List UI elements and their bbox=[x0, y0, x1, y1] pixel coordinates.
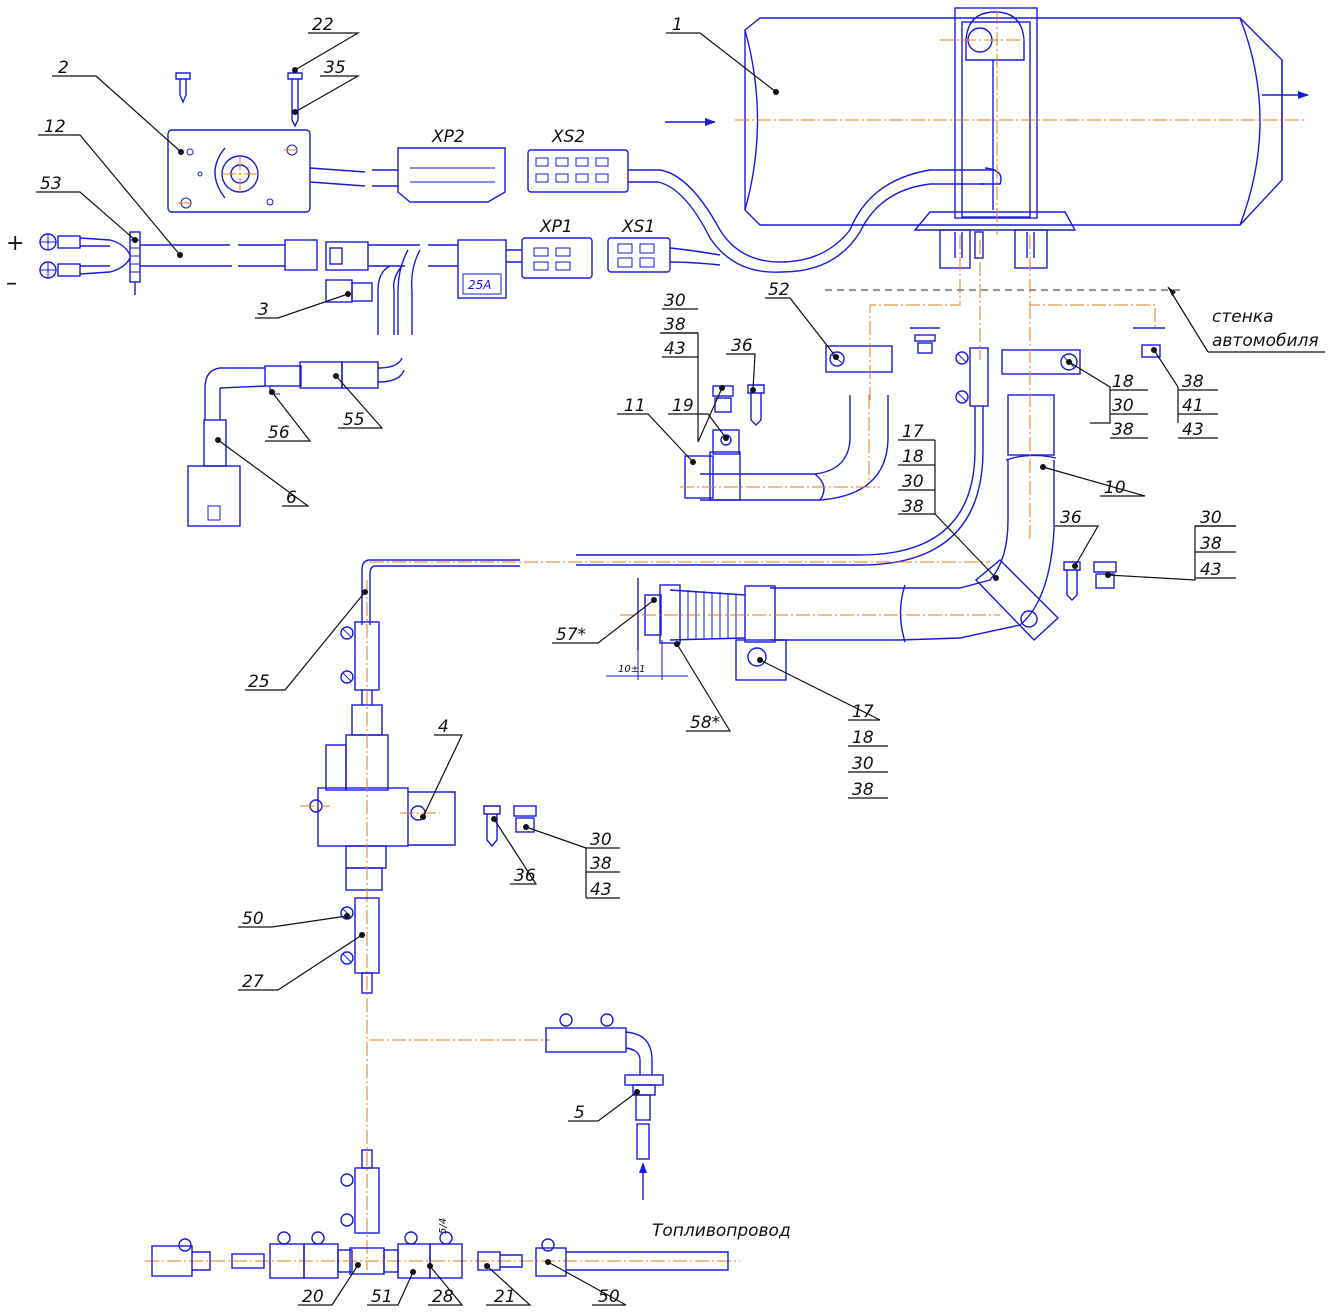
stack-underlines bbox=[586, 308, 1236, 899]
wall-label-line2: автомобиля bbox=[1212, 331, 1319, 351]
stack1-2: 43 bbox=[664, 339, 686, 359]
stack2-2: 38 bbox=[1112, 420, 1134, 440]
label-plus: + bbox=[6, 231, 24, 256]
stack3-0: 38 bbox=[1182, 372, 1204, 392]
label-part-56: 56 bbox=[268, 423, 290, 443]
label-minus: – bbox=[6, 271, 17, 296]
stack3-1: 41 bbox=[1182, 396, 1204, 416]
label-part-11: 11 bbox=[624, 396, 646, 416]
fuel-system bbox=[145, 580, 740, 1279]
label-part-27: 27 bbox=[242, 972, 264, 992]
fuel-line-label: Топливопровод bbox=[652, 1221, 791, 1241]
stack1-1: 38 bbox=[664, 315, 686, 335]
label-part-52: 52 bbox=[768, 280, 790, 300]
battery-terminals bbox=[39, 231, 141, 295]
stack7-1: 38 bbox=[590, 854, 612, 874]
label-part-53: 53 bbox=[40, 174, 62, 194]
label-part-19: 19 bbox=[672, 396, 694, 416]
stack2-1: 30 bbox=[1112, 396, 1134, 416]
label-part-10: 10 bbox=[1104, 478, 1126, 498]
label-part-51: 51 bbox=[371, 1287, 393, 1307]
label-part-25: 25 bbox=[248, 672, 270, 692]
label-part-36c: 36 bbox=[514, 866, 536, 886]
label-xs1: XS1 bbox=[621, 217, 655, 237]
stack5-2: 43 bbox=[1200, 560, 1222, 580]
wall-label-line1: стенка bbox=[1212, 307, 1274, 327]
stack7-0: 30 bbox=[590, 830, 612, 850]
label-part-6: 6 bbox=[286, 488, 297, 508]
stack1-0: 30 bbox=[664, 291, 686, 311]
stack2-0: 18 bbox=[1112, 372, 1134, 392]
label-part-22: 22 bbox=[312, 15, 334, 35]
label-part-50b: 50 bbox=[598, 1287, 620, 1307]
label-part-35: 35 bbox=[324, 58, 346, 78]
label-part-57: 57* bbox=[556, 625, 586, 645]
label-part-20: 20 bbox=[302, 1287, 324, 1307]
fuel-part-tag: 5/4 bbox=[438, 1218, 449, 1234]
stack6-2: 30 bbox=[852, 754, 874, 774]
label-xp1: XP1 bbox=[539, 217, 573, 237]
dimension-label: 10±1 bbox=[618, 664, 645, 675]
label-part-58: 58* bbox=[690, 713, 720, 733]
stack4-1: 18 bbox=[902, 447, 924, 467]
stack6-0: 17 bbox=[852, 702, 874, 722]
stack5-0: 30 bbox=[1200, 508, 1222, 528]
label-part-2: 2 bbox=[58, 58, 69, 78]
wiring-harness bbox=[39, 72, 995, 527]
stack3-2: 43 bbox=[1182, 420, 1204, 440]
stack6-3: 38 bbox=[852, 780, 874, 800]
heater-unit bbox=[665, 7, 1309, 269]
label-part-12: 12 bbox=[44, 117, 66, 137]
stack4-2: 30 bbox=[902, 472, 924, 492]
pipe-network bbox=[361, 235, 1156, 681]
label-xs2: XS2 bbox=[551, 127, 585, 147]
label-part-3: 3 bbox=[258, 300, 269, 320]
stack4-0: 17 bbox=[902, 422, 924, 442]
label-part-5: 5 bbox=[574, 1103, 585, 1123]
label-xp2: XP2 bbox=[431, 127, 465, 147]
stack5-1: 38 bbox=[1200, 534, 1222, 554]
fuse-label: 25А bbox=[468, 278, 491, 292]
label-part-28: 28 bbox=[432, 1287, 454, 1307]
label-part-4: 4 bbox=[438, 717, 449, 737]
label-part-1: 1 bbox=[672, 15, 683, 35]
fasteners bbox=[483, 327, 1165, 848]
label-part-55: 55 bbox=[343, 410, 365, 430]
stack6-1: 18 bbox=[852, 728, 874, 748]
label-part-21: 21 bbox=[494, 1287, 516, 1307]
leader-lines bbox=[36, 32, 1325, 1306]
stack4-3: 38 bbox=[902, 497, 924, 517]
stack7-2: 43 bbox=[590, 880, 612, 900]
label-part-36b: 36 bbox=[1060, 508, 1082, 528]
labels: 1 2 22 35 12 53 + – 3 56 55 6 XP2 XS2 XP… bbox=[6, 15, 1319, 1307]
label-part-36a: 36 bbox=[731, 336, 753, 356]
label-part-50a: 50 bbox=[242, 909, 264, 929]
